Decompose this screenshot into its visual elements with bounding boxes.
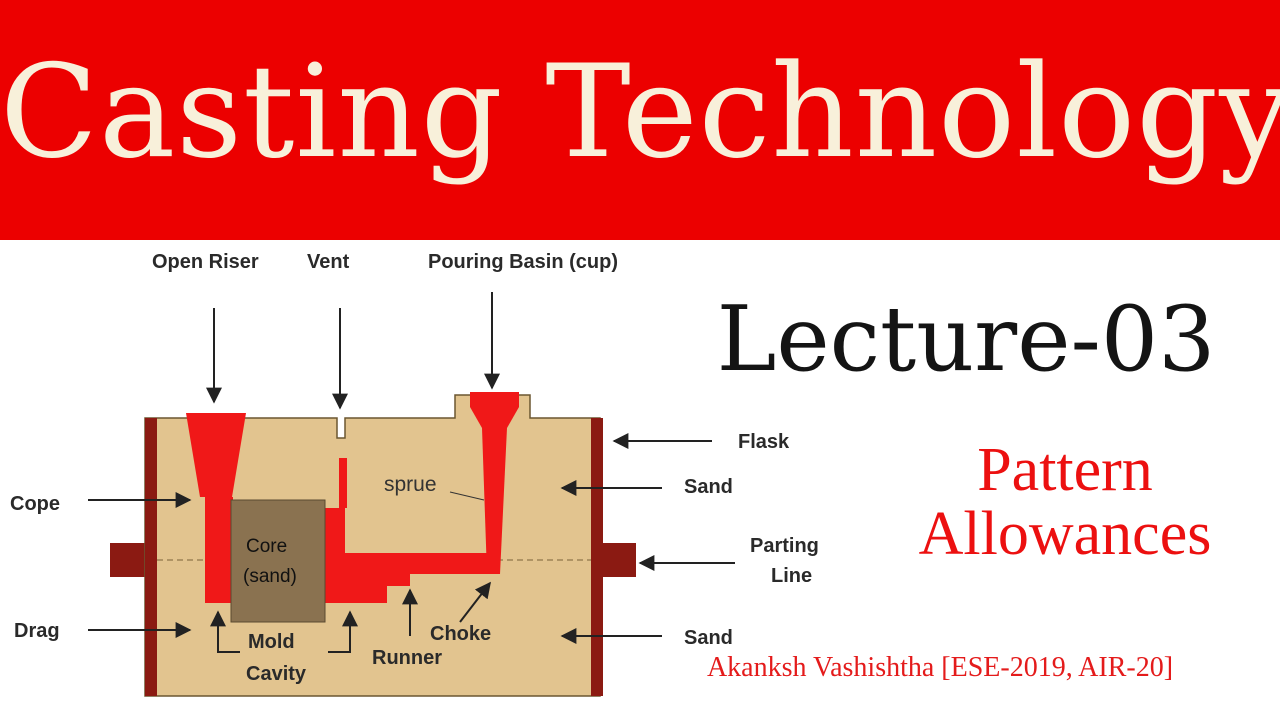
lecture-number: Lecture-03 bbox=[716, 287, 1216, 392]
label-sand-bottom: Sand bbox=[684, 627, 733, 649]
sprue-leader bbox=[449, 491, 485, 501]
riser-cavity bbox=[205, 497, 233, 603]
mold-cavity-arrow-left bbox=[210, 610, 240, 653]
topic-line-1: Pattern bbox=[977, 436, 1153, 504]
label-parting-line1: Parting bbox=[750, 535, 819, 557]
label-core-line1: Core bbox=[246, 536, 287, 557]
flask-wall-right bbox=[591, 418, 603, 696]
label-pouring-basin: Pouring Basin (cup) bbox=[428, 251, 618, 273]
label-cope: Cope bbox=[10, 493, 60, 515]
vent bbox=[339, 458, 347, 508]
lecture-topic: Pattern Allowances bbox=[870, 438, 1260, 566]
flask-lug-right bbox=[600, 543, 636, 577]
label-drag: Drag bbox=[14, 620, 60, 642]
sprue bbox=[482, 428, 507, 574]
label-open-riser: Open Riser bbox=[152, 251, 259, 273]
topic-line-2: Allowances bbox=[918, 500, 1212, 568]
label-runner: Runner bbox=[372, 647, 442, 669]
label-mold-line1: Mold bbox=[248, 631, 295, 653]
mold-cavity-arrow-right bbox=[328, 610, 358, 653]
label-parting-line2: Line bbox=[771, 565, 812, 587]
runner bbox=[323, 508, 500, 603]
pouring-basin bbox=[470, 392, 519, 428]
label-choke: Choke bbox=[430, 623, 491, 645]
label-mold-line2: Cavity bbox=[246, 663, 307, 685]
casting-mold-diagram: Open Riser Vent Pouring Basin (cup) Flas… bbox=[10, 251, 819, 697]
banner-title: Casting Technology bbox=[0, 38, 1280, 187]
label-vent: Vent bbox=[307, 251, 350, 273]
core bbox=[230, 499, 326, 623]
open-riser bbox=[186, 413, 246, 497]
label-core-line2: (sand) bbox=[243, 566, 297, 587]
label-sprue: sprue bbox=[384, 473, 437, 496]
author-credit: Akanksh Vashishtha [ESE-2019, AIR-20] bbox=[706, 652, 1174, 683]
title-banner: Casting Technology bbox=[0, 0, 1280, 240]
flask-wall-left bbox=[145, 418, 157, 696]
label-sand-top: Sand bbox=[684, 476, 733, 498]
choke-arrow bbox=[459, 581, 491, 623]
label-flask: Flask bbox=[738, 431, 790, 453]
